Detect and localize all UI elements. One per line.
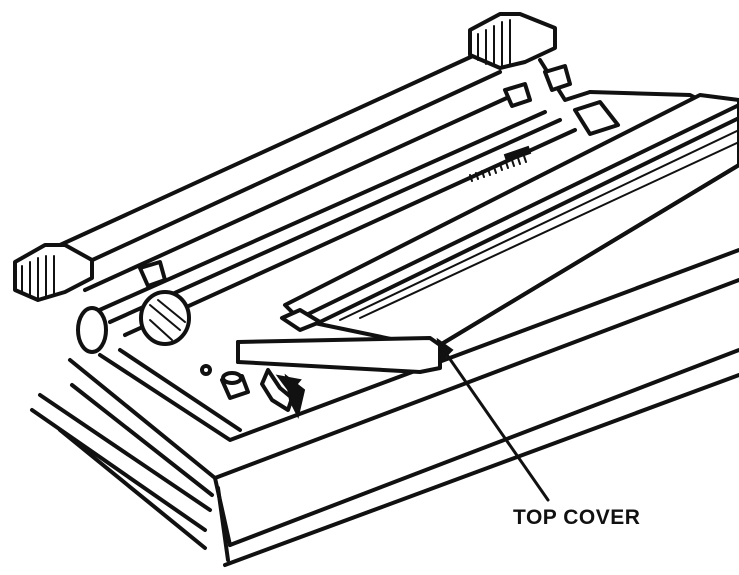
paper-guides	[138, 64, 620, 288]
top-cover	[236, 93, 739, 374]
print-scale	[469, 145, 532, 182]
rear-frame	[58, 53, 739, 337]
top-cover-label: TOP COVER	[513, 506, 641, 529]
top-cover-leader	[436, 337, 550, 502]
release-knob	[200, 364, 250, 400]
left-tractor-gear	[76, 290, 191, 354]
printer-base	[30, 248, 739, 567]
left-platen-knob	[13, 243, 94, 302]
right-platen-knob	[468, 12, 557, 70]
up-arrow-icon	[260, 368, 306, 419]
